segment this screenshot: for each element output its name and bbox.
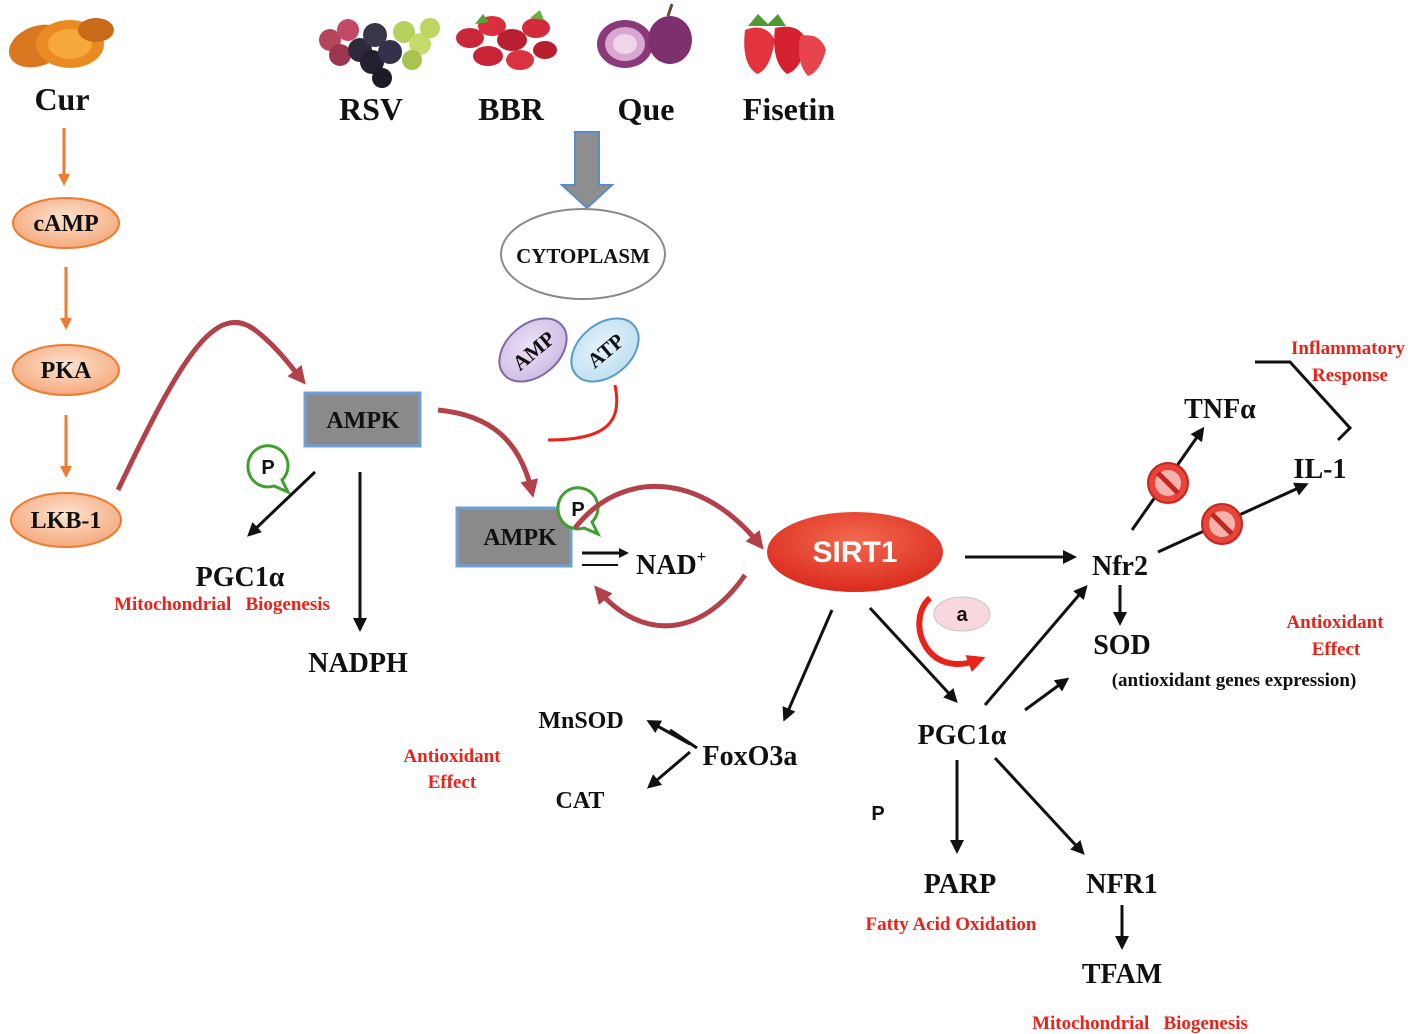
nad-label: NAD+ bbox=[636, 547, 706, 581]
que-label: Que bbox=[618, 91, 675, 127]
arrow-foxo3a-cat bbox=[646, 750, 691, 789]
inhibition-icon-il1 bbox=[1201, 503, 1243, 545]
amp-node bbox=[498, 317, 568, 383]
sirt1-node bbox=[767, 512, 943, 592]
pka-node bbox=[12, 344, 120, 396]
camp-label: cAMP bbox=[33, 211, 98, 237]
activation-label: a bbox=[956, 604, 968, 626]
arrow-pgc1a-sod bbox=[1024, 677, 1070, 712]
arrow-ampk-activation bbox=[437, 407, 539, 498]
inflammatory-text-2: Response bbox=[1312, 365, 1388, 386]
activation-arrow bbox=[916, 595, 986, 672]
turmeric-picture bbox=[8, 18, 114, 68]
phospho-marker-left bbox=[246, 444, 292, 495]
inhibition-icon-tnfa bbox=[1147, 462, 1189, 504]
pgc1a-left-effect: Mitochondrial Biogenesis bbox=[114, 594, 330, 615]
arrow-nad-sirt1 bbox=[573, 484, 764, 550]
lkb1-label: LKB-1 bbox=[31, 508, 102, 534]
tnfa-label: TNFα bbox=[1184, 394, 1256, 425]
cytoplasm-label: CYTOPLASM bbox=[516, 244, 650, 268]
arrow-pgc1a-nfr1 bbox=[993, 756, 1085, 855]
antioxidant-right-2: Effect bbox=[1312, 639, 1361, 660]
lkb1-node bbox=[10, 492, 122, 548]
arrow-sirt1-nad bbox=[594, 573, 748, 629]
bbr-label: BBR bbox=[478, 91, 545, 127]
parp-effect: Fatty Acid Oxidation bbox=[865, 914, 1036, 935]
strawberry-picture bbox=[744, 14, 826, 76]
antioxidant-right-1: Antioxidant bbox=[1286, 612, 1384, 633]
antioxidant-left-1: Antioxidant bbox=[403, 746, 501, 767]
tfam-label: TFAM bbox=[1082, 959, 1162, 990]
sod-sublabel: (antioxidant genes expression) bbox=[1112, 670, 1357, 691]
phospho-label-left: P bbox=[261, 457, 274, 479]
grapes-picture bbox=[319, 18, 440, 88]
nad-main: NAD bbox=[636, 550, 697, 581]
rsv-label: RSV bbox=[339, 91, 403, 127]
sod-label: SOD bbox=[1093, 630, 1151, 661]
sirt1-label: SIRT1 bbox=[812, 536, 897, 569]
activation-node bbox=[933, 596, 991, 632]
uptake-arrow bbox=[559, 131, 615, 210]
cur-label: Cur bbox=[34, 81, 89, 117]
nadph-label: NADPH bbox=[308, 648, 408, 679]
foxo3a-label: FoxO3a bbox=[703, 741, 798, 772]
mnsod-label: MnSOD bbox=[538, 708, 623, 734]
nad-superscript: + bbox=[697, 547, 707, 566]
arrow-sirt1-pgc1a bbox=[868, 606, 958, 703]
barberry-picture bbox=[456, 10, 557, 70]
pka-label: PKA bbox=[41, 358, 92, 384]
cytoplasm-node bbox=[500, 208, 666, 300]
pgc1a-center-label: PGC1α bbox=[918, 720, 1007, 751]
nfr2-label: Nfr2 bbox=[1092, 551, 1148, 582]
inflammatory-text-1: Inflammatory bbox=[1291, 338, 1405, 359]
atp-node bbox=[570, 317, 640, 383]
phospho-marker-right bbox=[556, 486, 602, 537]
fisetin-label: Fisetin bbox=[743, 91, 836, 127]
inflammatory-bracket bbox=[1255, 360, 1353, 442]
ampk-phospho-node bbox=[455, 506, 573, 568]
ampk-top-label: AMPK bbox=[326, 408, 400, 434]
pgc1a-left-label: PGC1α bbox=[196, 562, 285, 593]
atp-link-line bbox=[547, 384, 619, 442]
arrow-pgc1a-nfr2 bbox=[983, 584, 1088, 706]
onion-picture bbox=[597, 3, 692, 68]
nfr1-label: NFR1 bbox=[1086, 869, 1158, 900]
ampk-top-node bbox=[303, 391, 422, 448]
antioxidant-left-2: Effect bbox=[428, 772, 477, 793]
arrow-ampk-pgc1a-left bbox=[247, 470, 317, 537]
arrow-foxo3a-mnsod bbox=[646, 720, 691, 746]
parp-label: PARP bbox=[924, 869, 997, 900]
tfam-effect: Mitochondrial Biogenesis bbox=[1032, 1013, 1248, 1034]
ampk-phospho-label: AMPK bbox=[483, 525, 557, 551]
camp-node bbox=[12, 197, 120, 249]
il1-label: IL-1 bbox=[1294, 454, 1347, 485]
arrow-sirt1-foxo3a bbox=[782, 609, 834, 722]
phospho-label-right: P bbox=[571, 499, 584, 521]
arrow-lkb1-ampk bbox=[115, 319, 306, 492]
cat-label: CAT bbox=[556, 788, 605, 814]
phospho-free-label: P bbox=[871, 803, 884, 825]
